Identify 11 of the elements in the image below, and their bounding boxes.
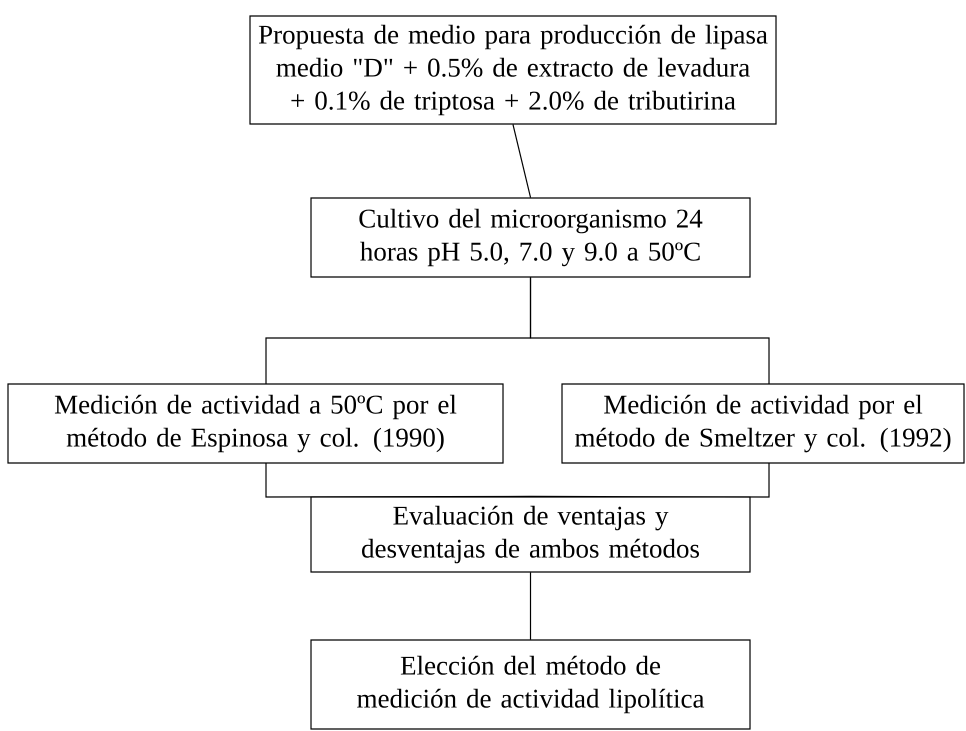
- process-box: Medición de actividad a 50ºC por el método de Espinosa y col. (1990): [7, 383, 504, 464]
- process-box: Medición de actividad por el método de Smeltzer y col. (1992): [561, 383, 965, 464]
- connector-line: [512, 124, 532, 198]
- process-box: Cultivo del microorganismo 24 horas pH 5.0, 7.0 y 9.0 a 50ºC: [310, 197, 751, 278]
- process-box: Propuesta de medio para producción de lipasa medio "D" + 0.5% de extracto de levadura + 0.1% de triptosa + 2.0% de tributirina: [249, 15, 777, 125]
- connector-line: [530, 278, 770, 384]
- process-box: Evaluación de ventajas y desventajas de ambos métodos: [310, 496, 751, 573]
- connector-line: [530, 463, 770, 498]
- connector-line: [530, 572, 532, 640]
- connector-line: [265, 463, 530, 498]
- process-box: Elección del método de medición de actividad lipolítica: [310, 639, 751, 730]
